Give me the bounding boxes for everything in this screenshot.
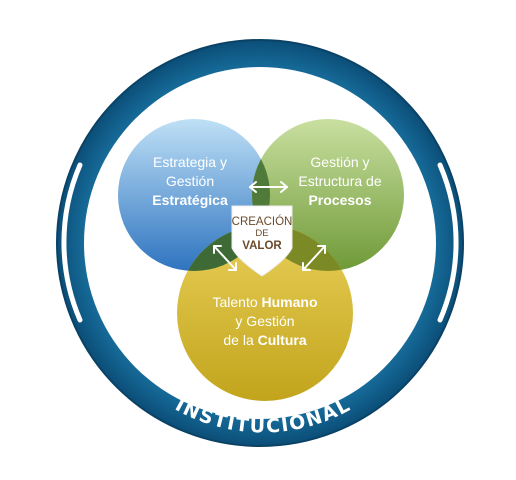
label-processes: Gestión y Estructura de Procesos bbox=[298, 154, 381, 208]
svg-text:Gestión: Gestión bbox=[166, 173, 214, 189]
label-culture: Talento Humano y Gestión de la Cultura bbox=[212, 294, 317, 348]
center-line1: CREACIÓN bbox=[232, 215, 293, 228]
double-arrow-diagonal-icon bbox=[213, 245, 237, 271]
double-arrow-horizontal-icon bbox=[249, 181, 288, 193]
center-line3: VALOR bbox=[242, 240, 282, 252]
svg-text:Estrategia y: Estrategia y bbox=[153, 154, 227, 170]
center-line2: DE bbox=[255, 228, 268, 239]
ring-accent-right bbox=[437, 162, 459, 323]
svg-text:Gestión y: Gestión y bbox=[310, 154, 369, 170]
svg-text:de la Cultura: de la Cultura bbox=[223, 332, 306, 348]
ring-accent-left bbox=[61, 162, 83, 323]
double-arrow-diagonal-icon-right bbox=[302, 245, 326, 271]
svg-text:Estratégica: Estratégica bbox=[152, 192, 228, 208]
svg-text:Talento Humano: Talento Humano bbox=[212, 294, 317, 310]
svg-text:y Gestión: y Gestión bbox=[235, 313, 294, 329]
center-value-badge: CREACIÓN DE VALOR bbox=[231, 205, 293, 277]
svg-text:Procesos: Procesos bbox=[308, 192, 371, 208]
svg-text:Estructura de: Estructura de bbox=[298, 173, 381, 189]
label-strategy: Estrategia y Gestión Estratégica bbox=[152, 154, 228, 208]
